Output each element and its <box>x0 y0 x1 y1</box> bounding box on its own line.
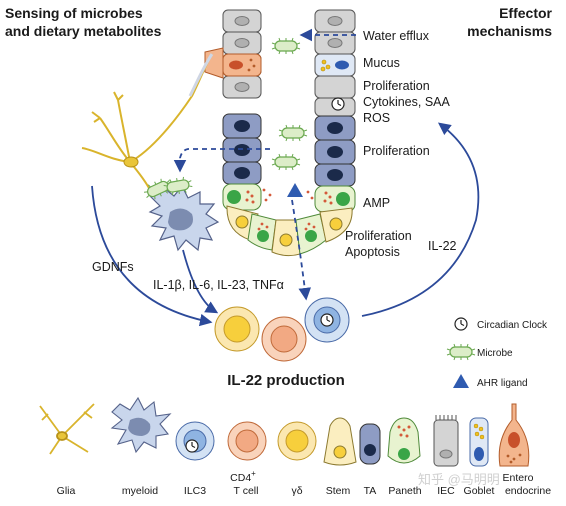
microbe-icon <box>271 37 301 55</box>
watermark: 知乎 @马明明 <box>418 472 500 487</box>
ilc3-left-cell <box>214 306 260 352</box>
caption-ta: TA <box>364 485 377 497</box>
cell-type-row <box>39 396 530 467</box>
label-gdnfs: GDNFs <box>92 260 134 274</box>
caption-cd4: CD4+ <box>230 469 256 484</box>
ilc3-icon <box>175 421 215 461</box>
microbe-icon <box>271 153 301 171</box>
crypt-left-iec-column <box>204 9 262 99</box>
left-heading-line1: Sensing of microbes <box>5 5 143 21</box>
caption-goblet: Goblet <box>464 485 495 497</box>
right-heading-line1: Effector <box>499 5 552 21</box>
label-apoptosis: Apoptosis <box>345 245 400 259</box>
label-proliferation-2: Proliferation <box>363 144 430 158</box>
label-mucus: Mucus <box>363 56 400 70</box>
intestinal-crypt <box>204 9 356 257</box>
iec-cell-icon <box>433 415 459 467</box>
lumen-microbes <box>271 37 308 171</box>
caption-glia: Glia <box>57 485 76 497</box>
enteroendocrine-cell-icon <box>498 403 530 467</box>
goblet-cell-icon <box>469 417 489 467</box>
legend-label: Microbe <box>477 348 513 359</box>
glia-icon <box>39 403 95 455</box>
ilc3-clock-cell <box>304 297 350 343</box>
label-proliferation-1: Proliferation <box>363 79 430 93</box>
clock-icon <box>331 97 345 111</box>
paneth-cell-icon <box>387 417 421 464</box>
caption-paneth: Paneth <box>388 485 421 497</box>
label-myeloid-cytokines: IL-1β, IL-6, IL-23, TNFα <box>153 278 284 292</box>
cd4-t-cell-icon <box>227 421 267 461</box>
label-cytokines-saa: Cytokines, SAA <box>363 95 451 109</box>
ahr-ligand-triangle <box>287 183 303 197</box>
microbe-icon <box>278 124 308 142</box>
gamma-delta-icon <box>277 421 317 461</box>
crypt-right-iec-column <box>314 9 356 117</box>
label-water-efflux: Water efflux <box>363 29 430 43</box>
clock-icon <box>454 317 468 331</box>
center-heading: IL-22 production <box>227 372 345 389</box>
label-ros: ROS <box>363 111 390 125</box>
myeloid-cell <box>148 184 220 252</box>
glia-body <box>123 156 139 168</box>
arrows <box>91 28 480 327</box>
ta-cell-icon <box>359 423 381 465</box>
caption-gamma-delta: γδ <box>291 485 302 497</box>
caption-iec: IEC <box>437 485 455 497</box>
caption-myeloid: myeloid <box>122 485 158 497</box>
label-proliferation-3: Proliferation <box>345 229 412 243</box>
stem-cell-icon <box>323 417 357 466</box>
right-heading-line2: mechanisms <box>467 23 552 39</box>
triangle-icon <box>453 374 469 388</box>
myeloid-icon <box>110 396 172 454</box>
legend-label: Circadian Clock <box>477 320 548 331</box>
glia-axon <box>188 53 214 97</box>
caption-entero: Entero <box>503 472 534 484</box>
legend: Circadian Clock Microbe AHR ligand <box>446 317 548 389</box>
clock-icon <box>185 439 199 453</box>
caption-stem: Stem <box>326 485 351 497</box>
glia-cell <box>81 53 213 191</box>
label-amp: AMP <box>363 196 390 210</box>
left-heading-line2: and dietary metabolites <box>5 23 162 39</box>
clock-icon <box>320 313 334 327</box>
caption-endocrine: endocrine <box>505 485 551 497</box>
crypt-ta-cells <box>222 113 356 187</box>
crypt-base <box>222 183 356 257</box>
cd4-t-cell <box>261 316 307 362</box>
legend-label: AHR ligand <box>477 378 528 389</box>
microbe-icon <box>446 343 476 361</box>
label-il22: IL-22 <box>428 239 457 253</box>
caption-t-cell: T cell <box>234 485 259 497</box>
caption-ilc3: ILC3 <box>184 485 206 497</box>
